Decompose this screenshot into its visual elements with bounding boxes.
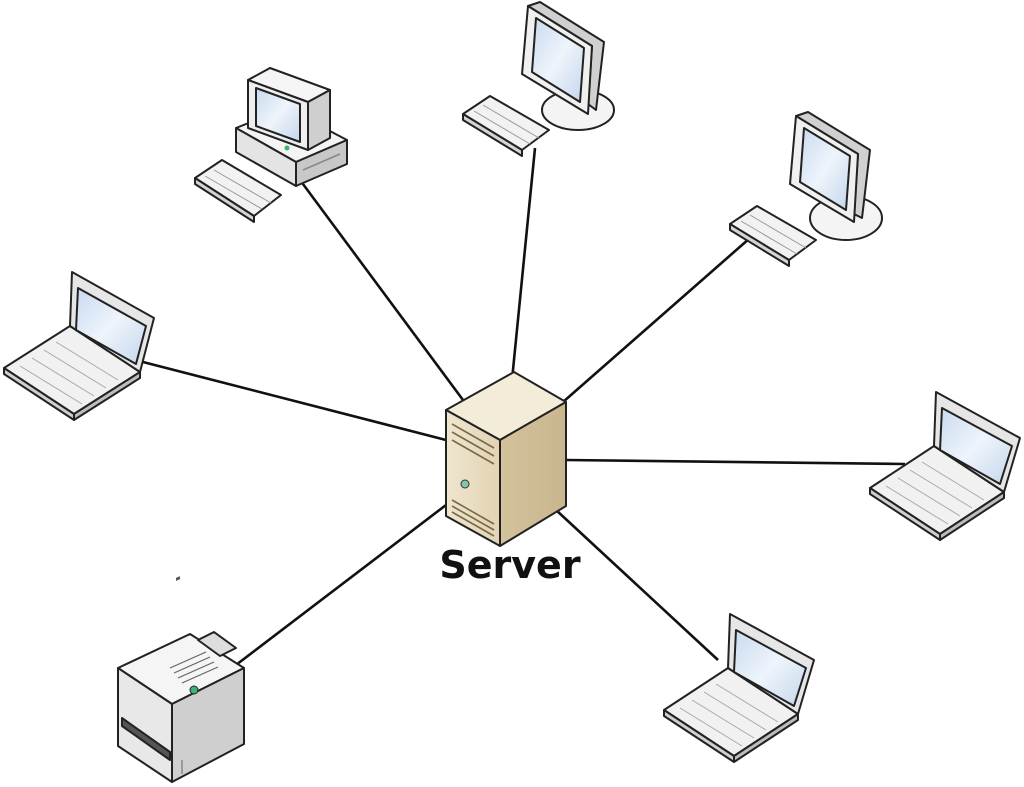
link-server-desktop-crt <box>298 179 465 401</box>
link-server-monitor-top <box>510 147 537 381</box>
laptop-icon <box>869 391 1021 541</box>
laptop-icon <box>3 271 155 421</box>
link-server-laptop-bottom-right <box>555 509 719 661</box>
flat-monitor-icon <box>462 1 615 157</box>
server-tower-icon <box>445 371 567 547</box>
link-server-printer <box>231 503 447 670</box>
desktop-computer-icon <box>194 67 348 223</box>
printer-icon <box>117 576 245 783</box>
server-label: Server <box>439 543 580 587</box>
laptop-icon <box>663 613 815 763</box>
link-server-laptop-left <box>142 360 447 442</box>
links <box>142 147 906 670</box>
flat-monitor-icon <box>729 111 883 267</box>
link-server-monitor-right <box>562 237 751 403</box>
link-server-laptop-right <box>565 458 906 466</box>
